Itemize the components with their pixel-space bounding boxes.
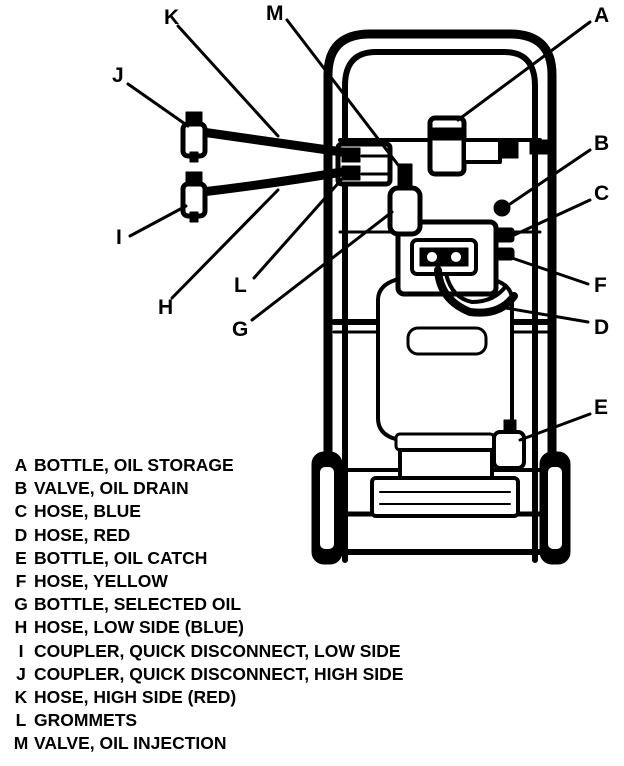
legend-description: COUPLER, QUICK DISCONNECT, LOW SIDE — [34, 640, 401, 661]
legend-item: I COUPLER, QUICK DISCONNECT, LOW SIDE — [8, 640, 528, 663]
legend-key: F — [15, 571, 27, 592]
callout-a: A — [594, 4, 609, 27]
legend-description: BOTTLE, OIL STORAGE — [34, 455, 234, 475]
leader-lines — [126, 18, 592, 442]
callout-f: F — [594, 274, 607, 297]
callout-d: D — [594, 316, 609, 339]
legend-key: A — [14, 455, 28, 475]
hose-fitting-block — [335, 141, 393, 187]
legend-item: L GROMMETS — [8, 709, 528, 732]
legend-description: VALVE, OIL DRAIN — [34, 478, 189, 499]
legend-description: COUPLER, QUICK DISCONNECT, HIGH SIDE — [34, 663, 404, 684]
legend-key: H — [14, 617, 28, 638]
parts-legend: A BOTTLE, OIL STORAGE B VALVE, OIL DRAIN C HO… — [8, 454, 528, 756]
callout-l: L — [234, 274, 247, 297]
legend-description: HOSE, RED — [34, 524, 131, 545]
left-wheel — [311, 451, 343, 565]
legend-key: K — [14, 687, 28, 708]
legend-item: E BOTTLE, OIL CATCH — [8, 547, 528, 570]
high-side-hose — [180, 111, 347, 163]
right-wheel — [539, 451, 571, 565]
legend-item: F HOSE, YELLOW — [8, 570, 528, 593]
callout-g: G — [232, 318, 248, 341]
legend-key: J — [16, 663, 26, 684]
legend-description: HOSE, BLUE — [34, 501, 141, 522]
callout-m: M — [266, 2, 284, 25]
legend-key: D — [14, 524, 28, 545]
legend-item: B VALVE, OIL DRAIN — [8, 477, 528, 500]
legend-item: H HOSE, LOW SIDE (BLUE) — [8, 616, 528, 639]
legend-description: HOSE, LOW SIDE (BLUE) — [34, 617, 244, 638]
legend-item: C HOSE, BLUE — [8, 500, 528, 523]
low-side-hose — [180, 167, 347, 223]
right-fittings — [493, 199, 515, 261]
callout-labels: K M A J B C I L F H G D E — [112, 2, 609, 419]
callout-c: C — [594, 182, 609, 205]
legend-item: A BOTTLE, OIL STORAGE — [8, 454, 528, 477]
legend-item: D HOSE, RED — [8, 524, 528, 547]
callout-i: I — [116, 226, 122, 249]
legend-key: L — [15, 710, 27, 731]
legend-key: E — [15, 547, 27, 568]
callout-j: J — [112, 64, 124, 87]
callout-e: E — [594, 396, 608, 419]
legend-description: BOTTLE, OIL CATCH — [34, 547, 208, 568]
legend-key: G — [14, 594, 28, 615]
legend-key: C — [14, 501, 28, 522]
legend-description: BOTTLE, SELECTED OIL — [34, 594, 242, 615]
callout-k: K — [164, 6, 179, 29]
legend-item: G BOTTLE, SELECTED OIL — [8, 593, 528, 616]
oil-storage-bottle — [427, 115, 551, 177]
legend-item: J COUPLER, QUICK DISCONNECT, HIGH SIDE — [8, 663, 528, 686]
oil-catch-bottle — [492, 419, 526, 470]
legend-item: K HOSE, HIGH SIDE (RED) — [8, 686, 528, 709]
legend-key: B — [14, 478, 28, 499]
selected-oil-bottle — [387, 163, 423, 237]
legend-description: HOSE, HIGH SIDE (RED) — [34, 687, 237, 708]
callout-h: H — [158, 296, 173, 319]
legend-description: HOSE, YELLOW — [34, 571, 168, 592]
callout-b: B — [594, 132, 609, 155]
legend-description: GROMMETS — [34, 710, 138, 731]
legend-key: M — [13, 733, 29, 754]
legend-key: I — [18, 640, 24, 661]
legend-description: VALVE, OIL INJECTION — [34, 733, 227, 754]
